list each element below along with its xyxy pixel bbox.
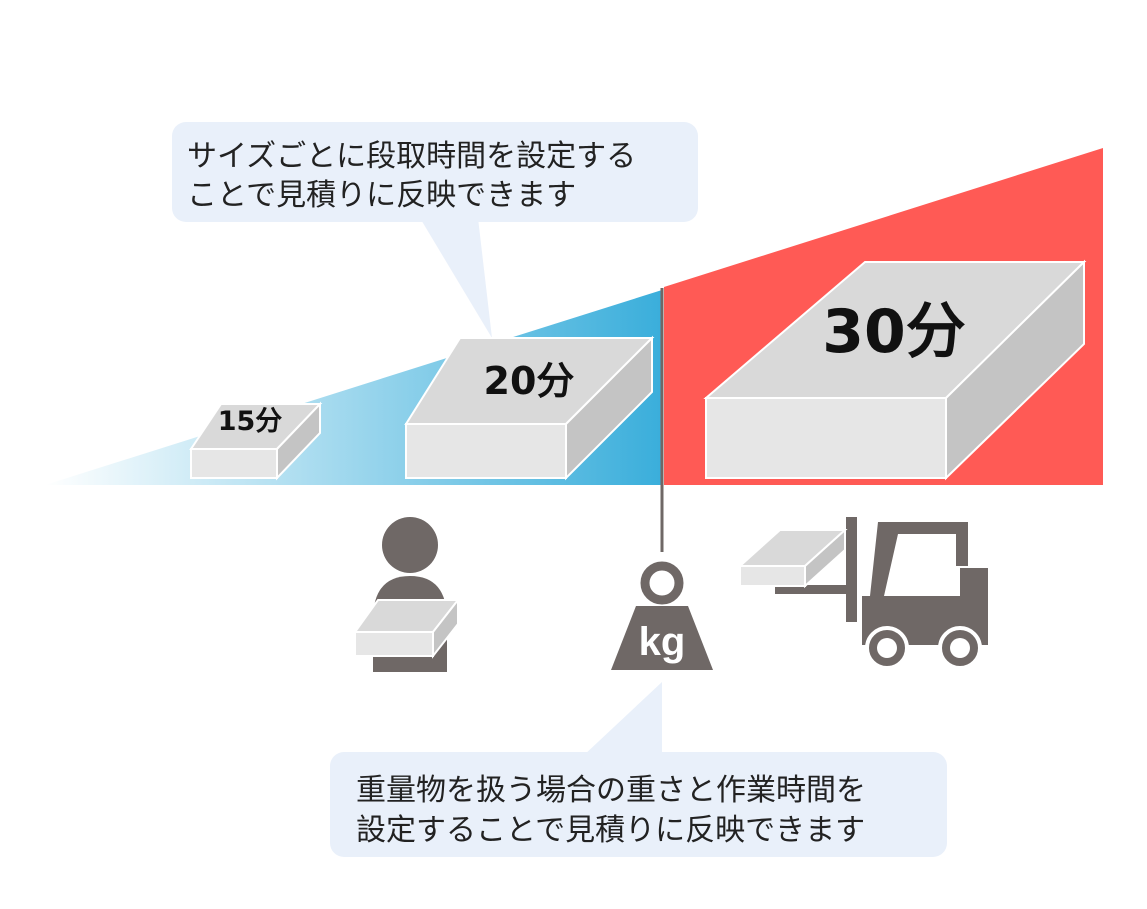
person-carrying-icon (355, 517, 458, 672)
callout-top-line1: サイズごとに段取時間を設定する (187, 139, 636, 174)
box-large-front (706, 398, 946, 478)
callout-top-pointer (420, 218, 492, 338)
weight-unit-label: kg (639, 620, 686, 664)
callout-bottom-line1: 重量物を扱う場合の重さと作業時間を (356, 773, 866, 808)
forklift-wheel-rear-hub (950, 638, 970, 658)
forklift-wheel-front-hub (877, 638, 897, 658)
forklift-mast (846, 517, 857, 622)
forklift-cabin (870, 522, 968, 596)
box-small-front (191, 449, 277, 478)
callout-bottom: 重量物を扱う場合の重さと作業時間を 設定することで見積りに反映できます (330, 682, 947, 857)
person-head (382, 517, 438, 573)
box-small-label: 15分 (218, 406, 283, 437)
box-large-label: 30分 (822, 297, 966, 367)
box-medium-front (406, 424, 566, 478)
box-medium-label: 20分 (484, 359, 575, 403)
weight-kg-icon: kg (611, 566, 713, 670)
weight-ring (645, 566, 679, 600)
callout-bottom-line2: 設定することで見積りに反映できます (356, 813, 865, 848)
callout-top-line2: ことで見積りに反映できます (187, 178, 576, 213)
person-box-front (355, 632, 433, 656)
callout-bottom-pointer (583, 682, 662, 756)
forklift-icon (740, 517, 988, 668)
forklift-box-front (740, 566, 805, 586)
